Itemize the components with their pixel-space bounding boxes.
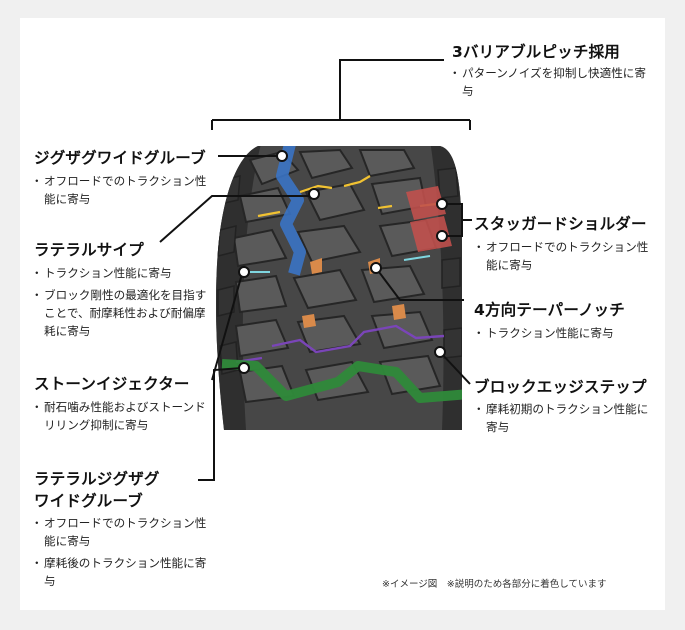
title-staggered-shoulder: スタッガードショルダー — [474, 215, 647, 233]
desc-lateral-item-2: 摩耗後のトラクション性能に寄与 — [31, 554, 216, 590]
desc-variable-pitch: パターンノイズを抑制し快適性に寄与 — [449, 64, 652, 104]
desc-zigzag-item-1: オフロードでのトラクション性能に寄与 — [31, 172, 214, 208]
desc-shoulder-item-1: オフロードでのトラクション性能に寄与 — [473, 238, 656, 274]
leader-dots — [238, 150, 448, 374]
title-lateral-sipe: ラテラルサイプ — [34, 241, 144, 259]
desc-stone-item-1: 耐石噛み性能およびストーンドリリング抑制に寄与 — [31, 398, 216, 434]
desc-lateral-sipe: トラクション性能に寄与 ブロック剛性の最適化を目指すことで、耐摩耗性および耐偏摩… — [31, 264, 216, 344]
leader-lines — [159, 59, 472, 481]
desc-stone-ejector: 耐石噛み性能およびストーンドリリング抑制に寄与 — [31, 398, 216, 438]
title-zigzag-wide-groove: ジグザグワイドグルーブ — [34, 149, 206, 167]
desc-sipe-item-1: トラクション性能に寄与 — [31, 264, 216, 282]
footnote: ※イメージ図 ※説明のため各部分に着色しています — [382, 579, 607, 590]
title-lateral-zigzag-groove: ラテラルジグザグ ワイドグルーブ — [34, 468, 160, 512]
tire-tread-image — [216, 146, 462, 430]
desc-step-item-1: 摩耗初期のトラクション性能に寄与 — [473, 400, 656, 436]
desc-variable-pitch-item-1: パターンノイズを抑制し快適性に寄与 — [449, 64, 652, 100]
title-block-edge-step: ブロックエッジステップ — [474, 378, 647, 396]
desc-sipe-item-2: ブロック剛性の最適化を目指すことで、耐摩耗性および耐偏摩耗に寄与 — [31, 286, 216, 340]
desc-staggered-shoulder: オフロードでのトラクション性能に寄与 — [473, 238, 656, 278]
title-stone-ejector: ストーンイジェクター — [34, 375, 190, 393]
title-variable-pitch: 3バリアブルピッチ採用 — [452, 43, 620, 61]
title-lateral-line-2: ワイドグルーブ — [34, 492, 143, 510]
desc-notch-item-1: トラクション性能に寄与 — [473, 324, 656, 342]
desc-block-edge-step: 摩耗初期のトラクション性能に寄与 — [473, 400, 656, 440]
desc-zigzag-wide-groove: オフロードでのトラクション性能に寄与 — [31, 172, 214, 212]
title-taper-notch: 4方向テーパーノッチ — [474, 301, 625, 319]
desc-lateral-item-1: オフロードでのトラクション性能に寄与 — [31, 514, 216, 550]
desc-lateral-zigzag-groove: オフロードでのトラクション性能に寄与 摩耗後のトラクション性能に寄与 — [31, 514, 216, 594]
title-lateral-line-1: ラテラルジグザグ — [34, 470, 160, 488]
desc-taper-notch: トラクション性能に寄与 — [473, 324, 656, 346]
